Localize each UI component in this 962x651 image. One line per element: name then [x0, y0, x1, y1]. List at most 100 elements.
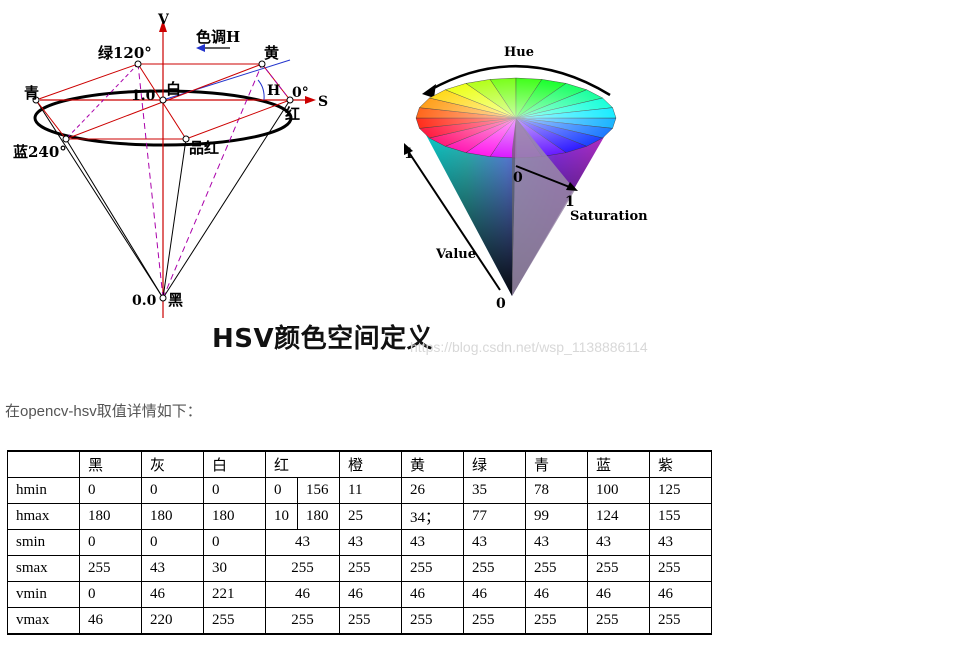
table-cell: 78	[525, 477, 588, 504]
cone-line	[162, 99, 291, 299]
hsv-cone-diagram: V S 色调H H 绿120° 黄 青 白 1.0 0° 红 蓝240° 品红 …	[13, 12, 328, 318]
table-cell: 43	[649, 529, 712, 556]
table-cell: 43	[339, 529, 402, 556]
figure-title: HSV颜色空间定义	[212, 324, 434, 354]
row-label: vmin	[7, 581, 80, 608]
table-cell: 255	[525, 555, 588, 582]
saturation-zero-label: 0	[513, 170, 523, 186]
black-value-label: 0.0	[132, 293, 157, 309]
table-cell: 43	[265, 529, 340, 556]
table-cell: 255	[79, 555, 142, 582]
header-purple: 紫	[649, 450, 712, 478]
header-red: 红	[265, 450, 340, 478]
row-label: hmax	[7, 503, 80, 530]
one-label: 1.0	[131, 88, 156, 104]
header-white: 白	[203, 450, 266, 478]
table-cell: 255	[203, 607, 266, 635]
table-cell: 43	[525, 529, 588, 556]
table-cell: 255	[463, 607, 526, 635]
h-angle-arc	[257, 79, 265, 101]
hsv-range-table: 黑 灰 白 红 橙 黄 绿 青 蓝 紫 hmin 0 0 0 0 156 11 …	[7, 450, 712, 635]
table-cell: 30	[203, 555, 266, 582]
table-row: smin 0 0 0 43 43 43 43 43 43 43	[7, 529, 712, 556]
red-label: 红	[285, 105, 300, 123]
table-cell: 255	[587, 555, 650, 582]
table-cell: 77	[463, 503, 526, 530]
s-axis-label: S	[318, 94, 328, 110]
cyan-label: 青	[24, 84, 39, 102]
table-cell: 0	[265, 477, 298, 504]
table-cell: 43	[401, 529, 464, 556]
table-cell: 255	[525, 607, 588, 635]
table-cell: 255	[265, 555, 340, 582]
table-cell: 99	[525, 503, 588, 530]
table-cell: 255	[649, 555, 712, 582]
v-axis-label: V	[157, 12, 170, 28]
table-cell: 255	[339, 607, 402, 635]
table-row: hmax 180 180 180 10 180 25 34； 77 99 124…	[7, 503, 712, 530]
blue-point	[62, 135, 70, 143]
table-cell: 46	[649, 581, 712, 608]
cone-slice	[512, 118, 575, 296]
saturation-arrow-head	[566, 182, 578, 191]
zero-deg-label: 0°	[292, 85, 309, 101]
table-header-row: 黑 灰 白 红 橙 黄 绿 青 蓝 紫	[7, 450, 712, 478]
hexagon-dashed	[261, 63, 291, 101]
table-cell: 255	[339, 555, 402, 582]
cyan-point	[32, 96, 40, 104]
table-cell: 180	[141, 503, 204, 530]
table-cell: 180	[203, 503, 266, 530]
table-cell: 156	[297, 477, 340, 504]
table-cell: 34；	[401, 503, 464, 530]
header-yellow: 黄	[401, 450, 464, 478]
hue-label: Hue	[504, 45, 534, 60]
table-row: vmax 46 220 255 255 255 255 255 255 255 …	[7, 607, 712, 635]
table-cell: 0	[79, 529, 142, 556]
green-label: 绿120°	[98, 44, 152, 62]
header-blue: 蓝	[587, 450, 650, 478]
cone-line	[65, 138, 164, 299]
magenta-label: 品红	[189, 139, 219, 157]
table-cell: 11	[339, 477, 402, 504]
table-cell: 255	[401, 555, 464, 582]
cone-line-dashed	[162, 63, 263, 299]
table-cell: 25	[339, 503, 402, 530]
header-green: 绿	[463, 450, 526, 478]
table-cell: 255	[587, 607, 650, 635]
magenta-point	[182, 135, 190, 143]
red-point	[286, 96, 294, 104]
blue-label: 蓝240°	[13, 143, 67, 161]
green-point	[134, 60, 142, 68]
table-cell: 46	[79, 607, 142, 635]
table-cell: 46	[463, 581, 526, 608]
saturation-arrow	[515, 165, 573, 189]
value-zero-label: 0	[496, 296, 506, 312]
table-cell: 46	[587, 581, 650, 608]
table-cell: 46	[401, 581, 464, 608]
table-cell: 124	[587, 503, 650, 530]
row-label: smax	[7, 555, 80, 582]
row-label: hmin	[7, 477, 80, 504]
row-label: smin	[7, 529, 80, 556]
table-cell: 180	[297, 503, 340, 530]
table-cell: 180	[79, 503, 142, 530]
table-corner-cell	[7, 450, 80, 478]
v-axis-arrow	[159, 20, 167, 32]
row-label: vmax	[7, 607, 80, 635]
black-point	[159, 294, 167, 302]
cone-line	[35, 99, 164, 299]
table-cell: 0	[141, 529, 204, 556]
saturation-one-label: 1	[565, 194, 575, 210]
header-orange: 橙	[339, 450, 402, 478]
yellow-point	[258, 60, 266, 68]
table-cell: 26	[401, 477, 464, 504]
table-cell: 43	[463, 529, 526, 556]
white-point	[159, 96, 167, 104]
cone-line	[162, 138, 187, 299]
saturation-label: Saturation	[570, 209, 648, 224]
table-cell: 10	[265, 503, 298, 530]
intro-text: 在opencv-hsv取值详情如下：	[5, 403, 202, 420]
s-axis-arrow	[305, 96, 316, 104]
table-cell: 255	[649, 607, 712, 635]
value-one-label: 1	[404, 146, 414, 162]
